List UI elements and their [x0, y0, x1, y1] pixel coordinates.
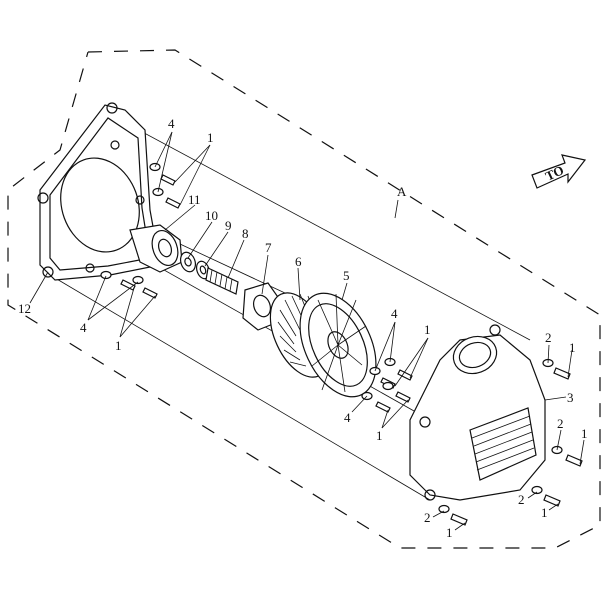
callout-4-mid2: 4	[344, 410, 351, 425]
front-housing	[409, 324, 546, 501]
callout-1-mid: 1	[424, 322, 431, 337]
section-label: A	[397, 184, 407, 199]
callout-6: 6	[295, 254, 302, 269]
callout-11: 11	[188, 192, 201, 207]
callout-2-right-1: 2	[545, 330, 552, 345]
callout-10: 10	[205, 208, 218, 223]
callout-1-right-2: 1	[581, 426, 588, 441]
callout-4-mid: 4	[391, 306, 398, 321]
direction-arrow-text: TO	[543, 162, 566, 183]
bearing-housing	[129, 224, 183, 273]
callout-12: 12	[18, 301, 31, 316]
shaft	[205, 267, 239, 295]
callout-labels: 1 4 11 10 9 8 7 6 5 12 4 1 4 1 4 1 2 1 3…	[18, 116, 588, 540]
callout-5: 5	[343, 268, 350, 283]
callout-1-mid2: 1	[376, 428, 383, 443]
callout-3: 3	[567, 390, 574, 405]
callout-7: 7	[265, 240, 272, 255]
callout-4-left: 4	[80, 320, 87, 335]
dashed-boundary	[7, 49, 601, 549]
callout-8: 8	[242, 226, 249, 241]
washer-part-10	[179, 251, 197, 273]
callout-1-top: 1	[207, 130, 214, 145]
callout-1-left: 1	[115, 338, 122, 353]
callout-2-right-3: 2	[518, 492, 525, 507]
fastener-bolts	[120, 174, 583, 526]
callout-1-right-1: 1	[569, 340, 576, 355]
callout-1-right-3: 1	[541, 505, 548, 520]
direction-arrow: TO	[531, 154, 587, 189]
callout-9: 9	[225, 218, 232, 233]
callout-1-bottom: 1	[446, 525, 453, 540]
callout-4-top: 4	[168, 116, 175, 131]
leader-lines	[29, 131, 585, 531]
fan-rotor	[299, 292, 377, 398]
callout-2-right-2: 2	[557, 416, 564, 431]
callout-2-bottom: 2	[424, 510, 431, 525]
